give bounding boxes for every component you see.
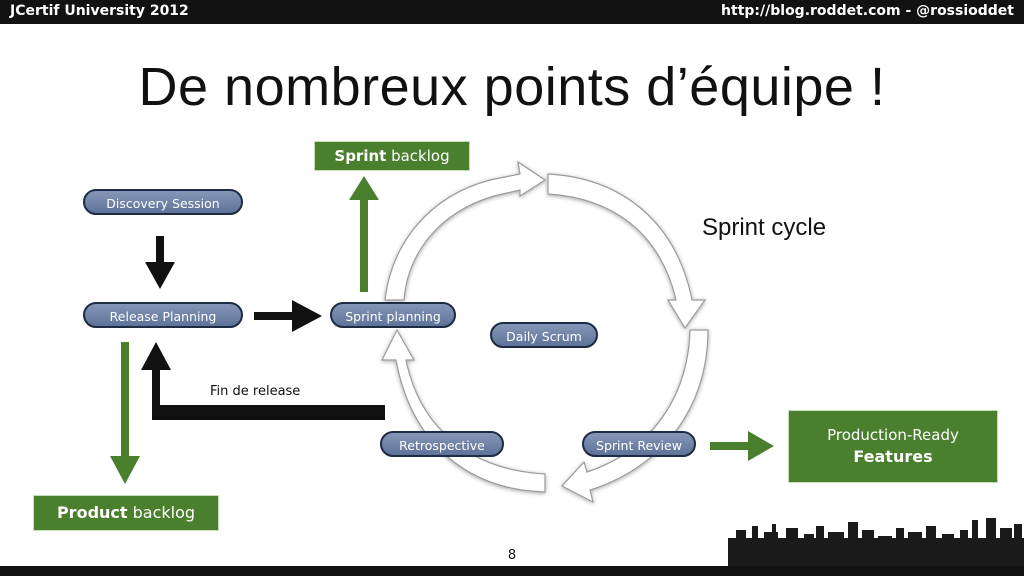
arrow-fin-release [152, 370, 385, 420]
production-ready-line1: Production-Ready [827, 426, 959, 444]
production-ready-line2: Features [853, 447, 933, 466]
slide-title: De nombreux points d’équipe ! [138, 57, 886, 117]
fin-de-release-label: Fin de release [210, 384, 301, 399]
cycle-arrow-right-bottom [561, 329, 709, 504]
node-sprint-planning: Sprint planning [330, 302, 456, 328]
sprint-backlog-box: Sprint backlog [314, 141, 470, 171]
node-release-planning: Release Planning [83, 302, 243, 328]
production-ready-box: Production-Ready Features [788, 410, 998, 483]
header-right-text: http://blog.roddet.com - @rossioddet [721, 3, 1014, 19]
arrow-fin-release-head [141, 342, 171, 370]
arrow-to-production-head [748, 431, 774, 461]
page-number: 8 [507, 548, 517, 563]
green-arrows [110, 176, 774, 484]
product-backlog-box: Product backlog [33, 495, 219, 531]
arrow-discovery-release-shaft [156, 236, 164, 268]
black-arrows [141, 236, 385, 420]
sprint-cycle-ring [381, 160, 709, 504]
arrow-fin-release-shaft [152, 370, 160, 414]
header-left-text: JCertif University 2012 [10, 3, 189, 19]
product-backlog-rest: backlog [127, 503, 196, 522]
arrow-to-product-backlog-head [110, 456, 140, 484]
arrow-release-sprint-shaft [254, 312, 296, 320]
sprint-cycle-label: Sprint cycle [702, 214, 827, 241]
node-daily-scrum: Daily Scrum [490, 322, 598, 348]
product-backlog-bold: Product [56, 503, 128, 522]
sprint-backlog-rest: backlog [386, 147, 450, 165]
node-retrospective: Retrospective [380, 431, 504, 457]
arrow-to-sprint-backlog-shaft [360, 196, 368, 292]
arrow-discovery-release-head [145, 262, 175, 289]
cycle-arrow-right-top [547, 173, 707, 330]
arrow-release-sprint-head [292, 300, 322, 332]
skyline-silhouette [728, 518, 1024, 568]
arrow-to-sprint-backlog-head [349, 176, 379, 200]
cycle-arrow-top [384, 160, 547, 301]
sprint-backlog-bold: Sprint [334, 147, 387, 165]
node-sprint-review: Sprint Review [582, 431, 696, 457]
header-bar: JCertif University 2012 http://blog.rodd… [0, 0, 1024, 24]
node-discovery-session: Discovery Session [83, 189, 243, 215]
cycle-arrow-left [381, 328, 546, 493]
arrow-fin-release-base [152, 405, 385, 413]
footer-bar [0, 566, 1024, 576]
arrow-to-product-backlog-shaft [121, 342, 129, 460]
arrow-to-production-shaft [710, 442, 752, 450]
